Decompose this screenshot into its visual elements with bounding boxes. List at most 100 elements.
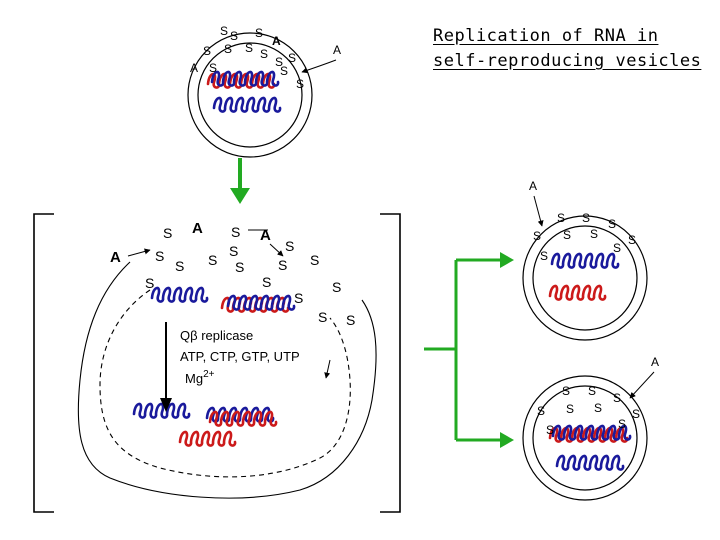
rna-strand-blue	[551, 424, 632, 441]
s-label: S	[296, 77, 304, 91]
entry-arrow	[301, 59, 337, 74]
s-label: S	[618, 417, 626, 431]
s-label: S	[562, 384, 570, 398]
rna-squiggle-path	[178, 430, 237, 447]
vesicle-inner-membrane	[197, 42, 303, 148]
right-bracket	[380, 213, 401, 513]
s-label: S	[310, 252, 319, 268]
s-label: S	[533, 229, 541, 243]
s-label: S	[262, 274, 271, 290]
s-label: S	[231, 224, 240, 240]
s-label: S	[332, 279, 341, 295]
s-label: S	[230, 29, 238, 43]
rna-squiggle-path	[208, 410, 278, 427]
a-label: A	[192, 220, 203, 237]
green-branch-arrows	[424, 252, 514, 448]
rna-squiggle-path	[150, 286, 209, 303]
vesicle-inner-membrane	[532, 225, 638, 331]
s-label: S	[245, 41, 253, 55]
rna-strand-blue	[555, 454, 625, 471]
entry-arrow	[533, 195, 544, 227]
s-label: S	[318, 309, 327, 325]
s-label: S	[546, 423, 554, 437]
s-label: S	[220, 24, 228, 38]
rna-strand-blue	[210, 70, 280, 87]
s-label: S	[278, 257, 287, 273]
s-label: S	[203, 44, 211, 58]
rna-strand-blue	[550, 252, 620, 269]
s-label: S	[566, 402, 574, 416]
rna-squiggle-path	[226, 294, 296, 311]
s-label: S	[346, 312, 355, 328]
s-label: S	[557, 211, 565, 225]
nucleotides-label: ATP, CTP, GTP, UTP	[180, 349, 300, 364]
s-label: S	[163, 225, 172, 241]
rna-squiggle-path	[548, 426, 629, 443]
rna-strand-blue	[132, 402, 191, 419]
a-label: A	[333, 43, 341, 57]
daughter-vesicle-lower: S S S S S S S S S A	[522, 355, 659, 501]
vesicle-inner-membrane	[532, 385, 638, 491]
s-label: S	[613, 241, 621, 255]
top-vesicle: S S S S S S S S S S S S A A A	[187, 24, 341, 158]
s-label: S	[275, 55, 283, 69]
s-label: S	[288, 51, 296, 65]
vesicle-outer-membrane	[77, 261, 377, 499]
membrane-arrow	[324, 359, 331, 379]
vesicle-outer-membrane	[522, 215, 648, 341]
rna-strand-blue	[150, 286, 209, 303]
a-label: A	[110, 249, 121, 266]
s-label: S	[255, 26, 263, 40]
arrow-head	[500, 252, 514, 268]
rna-squiggle-path	[548, 284, 607, 301]
s-label: S	[628, 233, 636, 247]
s-label: S	[582, 211, 590, 225]
s-label: S	[563, 228, 571, 242]
green-arrow-down	[230, 158, 250, 204]
entry-arrow	[629, 371, 655, 399]
vesicle-outer-membrane	[522, 375, 648, 501]
a-label: A	[190, 61, 198, 75]
rna-squiggle-path	[132, 402, 191, 419]
s-label: S	[235, 259, 244, 275]
s-label: S	[608, 217, 616, 231]
a-label: A	[272, 34, 281, 48]
rna-squiggle-path	[551, 424, 632, 441]
reaction-arrow-head	[160, 398, 172, 412]
s-label: S	[540, 249, 548, 263]
s-label: S	[208, 252, 217, 268]
dividing-vesicle: S S S S S S S S S S S S S S S S A A A	[33, 213, 401, 513]
a-label: A	[651, 355, 659, 369]
arrow-head	[500, 432, 514, 448]
enzyme-label: Qβ replicase	[180, 328, 253, 343]
s-label: S	[260, 47, 268, 61]
s-label: S	[145, 275, 154, 291]
s-label: S	[632, 407, 640, 421]
rna-strand-blue	[212, 96, 282, 113]
s-label: S	[613, 391, 621, 405]
s-label: S	[594, 401, 602, 415]
entry-arrow	[127, 248, 151, 257]
title-line-1: Replication of RNA in	[433, 26, 659, 46]
rna-squiggle-path	[555, 454, 625, 471]
s-label: S	[209, 61, 217, 75]
a-label: A	[529, 179, 537, 193]
s-label: S	[224, 42, 232, 56]
rna-strand-red	[548, 284, 607, 301]
arrow-head	[230, 188, 250, 204]
s-label: S	[229, 243, 238, 259]
rna-strand-red	[548, 426, 629, 443]
daughter-vesicle-upper: S S S S S S S S S A	[522, 179, 648, 341]
s-label: S	[590, 227, 598, 241]
a-label: A	[260, 227, 271, 244]
rna-strand-blue	[226, 294, 296, 311]
s-label: S	[537, 404, 545, 418]
s-label: S	[155, 248, 164, 264]
magnesium-label: Mg2+	[185, 369, 215, 386]
entry-arrow	[269, 243, 284, 257]
rna-squiggle-path	[212, 96, 282, 113]
vesicle-inner-membrane	[99, 289, 351, 478]
title-line-2: self-reproducing vesicles	[433, 51, 702, 71]
